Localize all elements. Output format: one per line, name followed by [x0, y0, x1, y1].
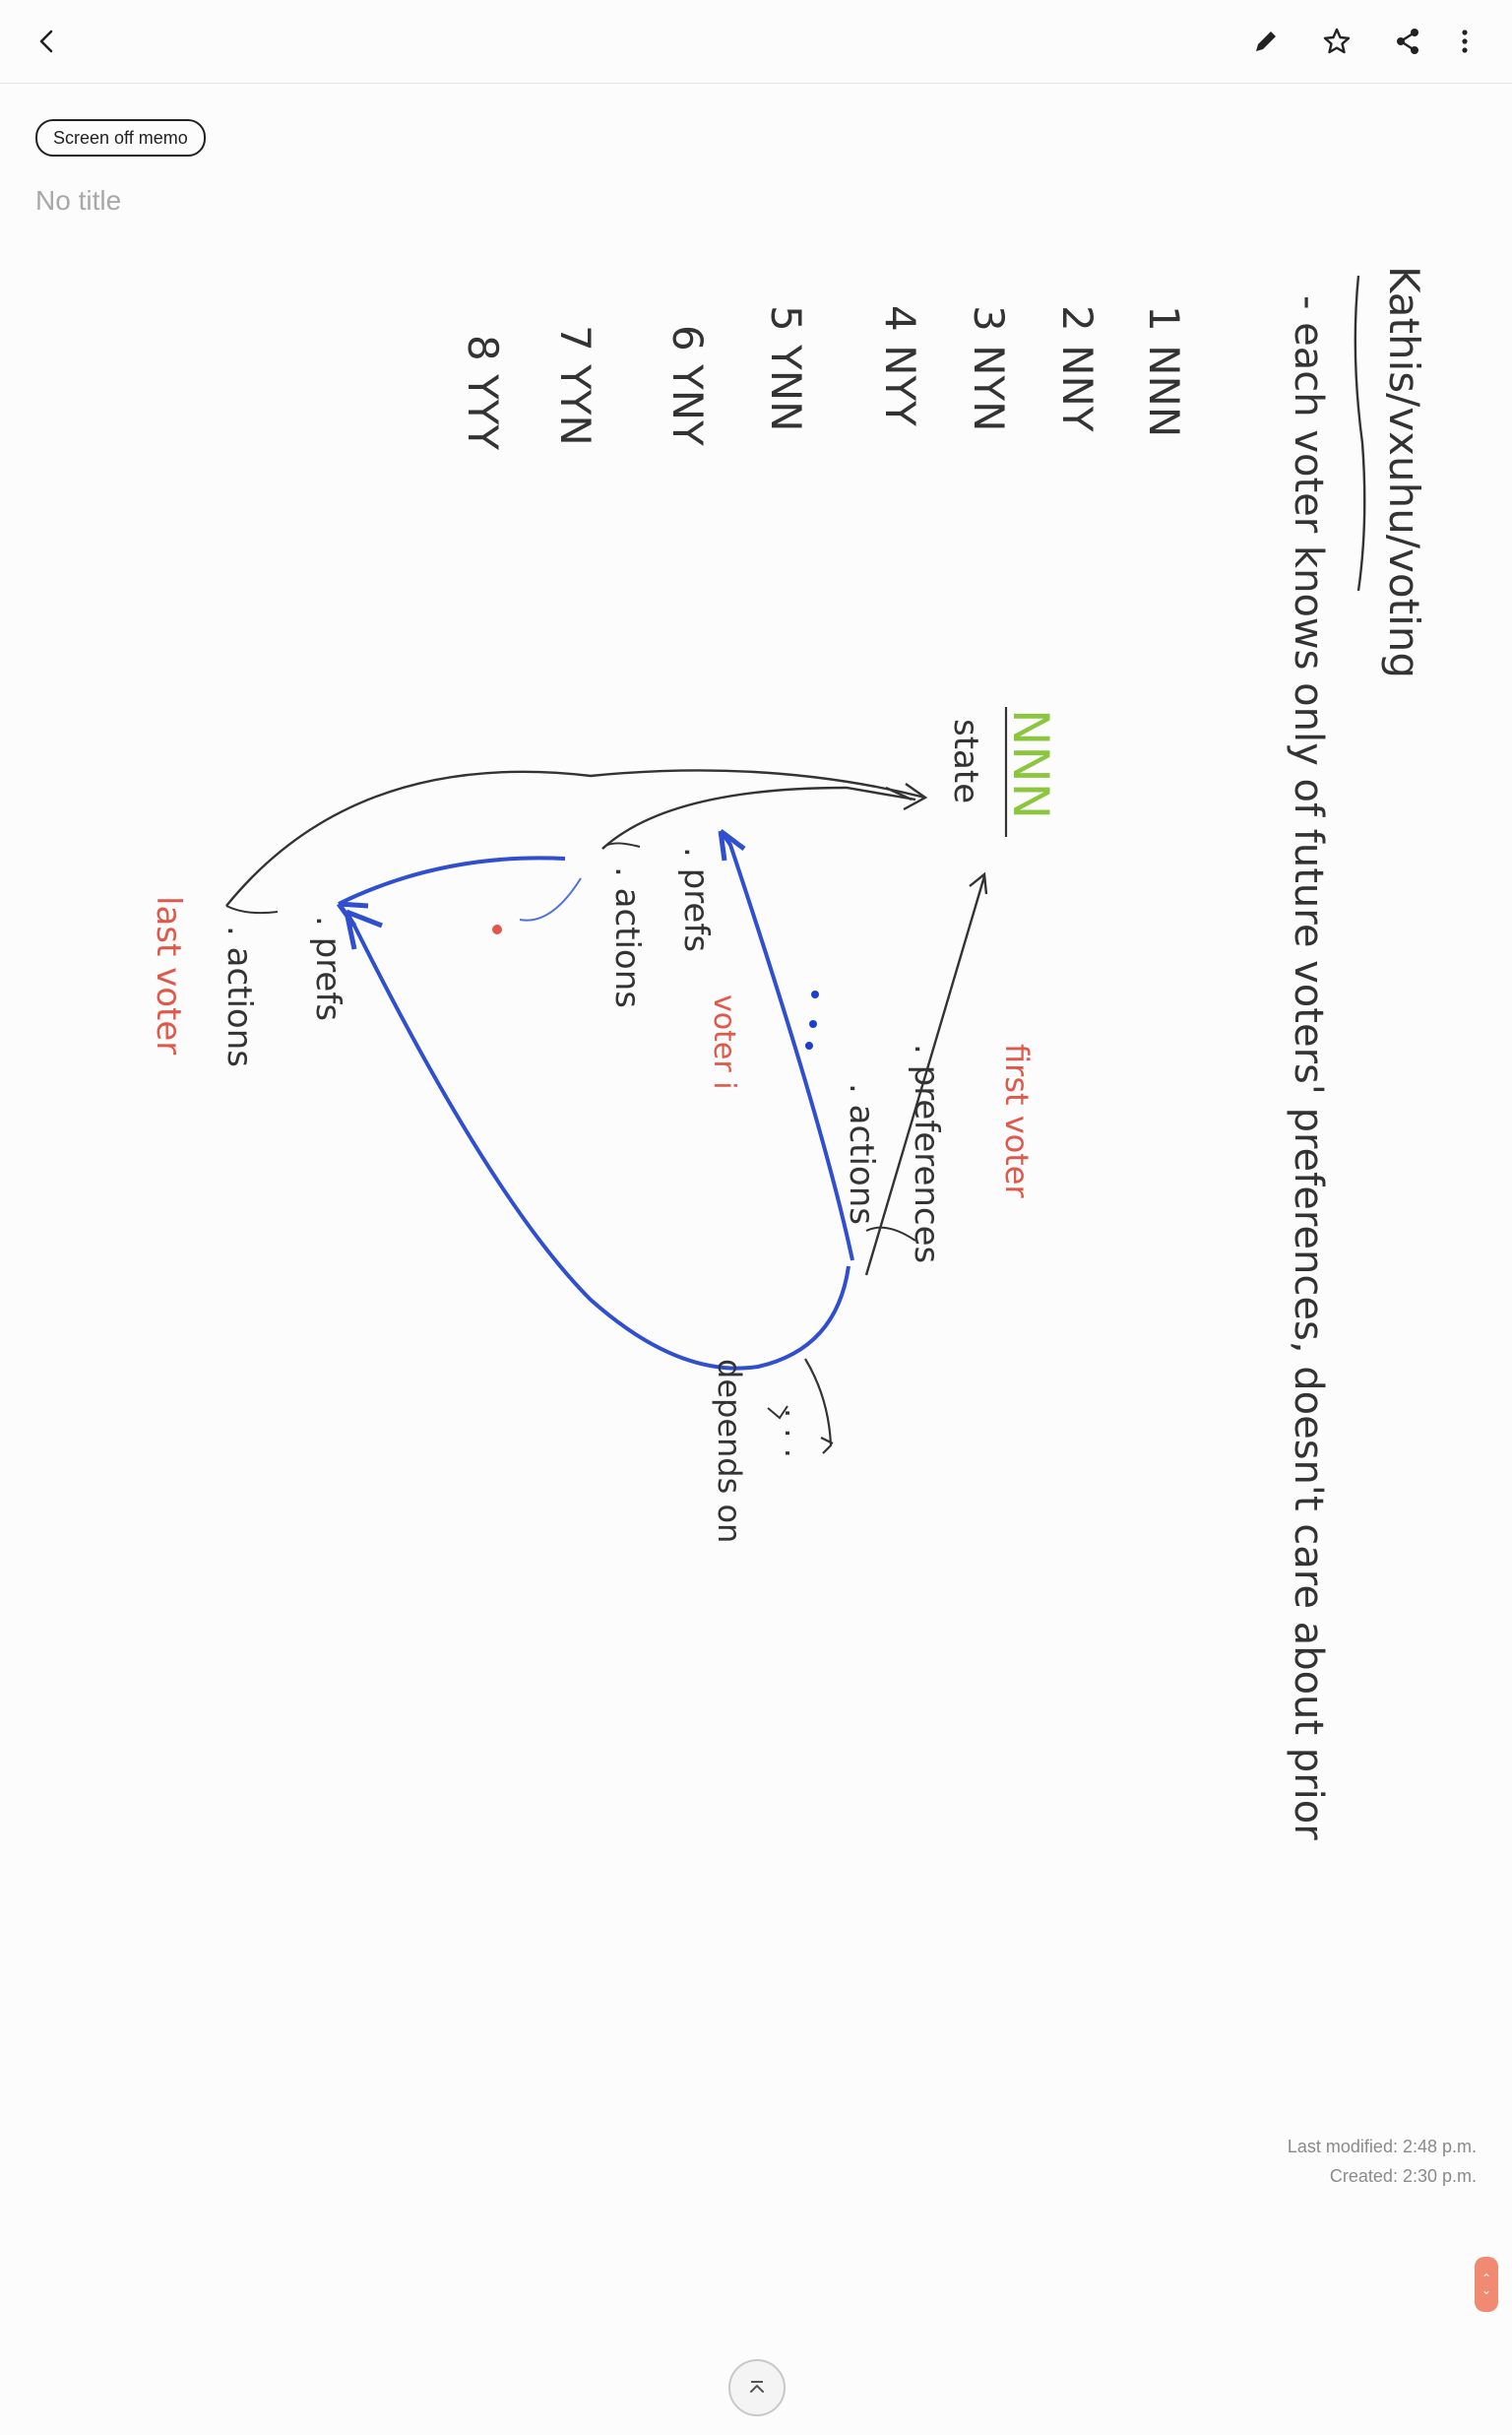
chevron-left-icon	[39, 30, 53, 53]
more-button[interactable]	[1437, 14, 1492, 69]
list-item: 8 YYY	[459, 335, 507, 450]
list-item: 2 NNY	[1053, 305, 1102, 432]
arrowhead	[885, 783, 928, 811]
list-item: 1 NNN	[1140, 305, 1188, 437]
heading-underline	[1354, 275, 1366, 592]
scroll-top-icon	[750, 2381, 764, 2393]
last-voter-prefs: . prefs	[308, 916, 347, 1021]
first-voter-label: first voter	[998, 1044, 1036, 1198]
back-button[interactable]	[20, 14, 75, 69]
star-icon	[1323, 28, 1351, 54]
arrowhead	[336, 901, 369, 928]
depends-arrow	[804, 1358, 834, 1454]
blue-arrow-mid-to-last	[338, 856, 566, 906]
first-voter-actions: . actions	[842, 1083, 881, 1225]
edit-button[interactable]	[1238, 14, 1293, 69]
first-voter-bracket	[865, 1226, 916, 1242]
last-voter-bracket	[225, 905, 279, 915]
more-vertical-icon	[1462, 30, 1468, 53]
share-icon	[1397, 29, 1418, 54]
last-voter-label: last voter	[149, 896, 188, 1055]
title-field[interactable]: No title	[35, 185, 122, 216]
depends-caret	[767, 1405, 788, 1420]
first-voter-preferences: . preferences	[907, 1044, 946, 1263]
last-voter-actions: . actions	[220, 926, 259, 1067]
voter-i-label: voter i	[707, 994, 741, 1090]
list-item: 3 NYN	[965, 305, 1013, 432]
list-item: 6 YNY	[663, 325, 712, 446]
arrow-mid-to-state	[601, 786, 916, 850]
list-item: 4 NYY	[876, 305, 924, 426]
state-label: state	[946, 719, 985, 803]
list-item: 5 YNN	[762, 305, 810, 432]
pencil-icon	[1256, 32, 1276, 51]
arrowhead	[718, 829, 746, 862]
memo-type-tag[interactable]: Screen off memo	[35, 119, 206, 157]
voter-i-actions: . actions	[607, 866, 647, 1008]
favorite-button[interactable]	[1309, 14, 1364, 69]
blue-arrow-first-to-mid	[719, 829, 854, 1261]
fast-scroll-handle[interactable]: ⌃ ⌄	[1475, 2257, 1498, 2312]
ellipsis: . . .	[778, 1408, 815, 1458]
blue-loop-arrow	[345, 911, 850, 1371]
chevron-up-icon: ⌃	[1480, 2272, 1492, 2285]
voter-i-bracket	[601, 842, 641, 850]
chevron-down-icon: ⌄	[1480, 2283, 1492, 2297]
depends-on-label: depends on	[711, 1359, 748, 1543]
share-button[interactable]	[1380, 14, 1435, 69]
voter-i-prefs: . prefs	[676, 847, 716, 952]
arrow-first-to-state	[864, 871, 988, 1276]
handwriting-canvas[interactable]: Kathis/vxuhu/voting - each voter knows o…	[0, 236, 1512, 2107]
state-value: NNN	[1002, 709, 1059, 819]
last-modified: Last modified: 2:48 p.m.	[1287, 2137, 1477, 2156]
created-date: Created: 2:30 p.m.	[1329, 2166, 1477, 2186]
list-item: 7 YYN	[551, 325, 599, 446]
toolbar	[0, 0, 1512, 84]
note-line-1: - each voter knows only of future voters…	[1286, 295, 1331, 1840]
red-dot	[492, 925, 502, 934]
arrow-last-to-state	[225, 769, 926, 907]
note-heading: Kathis/vxuhu/voting	[1380, 266, 1428, 678]
scroll-to-top-button[interactable]	[728, 2359, 786, 2416]
thin-blue-arrow	[519, 877, 582, 922]
